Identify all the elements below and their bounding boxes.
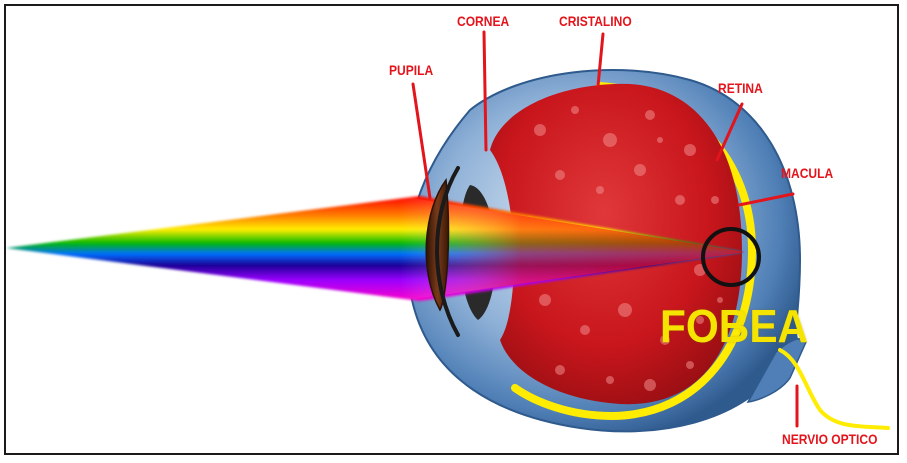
label-cornea: CORNEA xyxy=(457,13,509,29)
label-pupila: PUPILA xyxy=(389,62,433,78)
leader-cornea xyxy=(484,32,486,150)
label-retina: RETINA xyxy=(718,80,763,96)
label-cristalino: CRISTALINO xyxy=(559,13,632,29)
label-macula: MACULA xyxy=(781,165,833,181)
leader-pupila xyxy=(413,84,430,198)
label-nervio-optico: NERVIO OPTICO xyxy=(782,431,877,447)
label-fobea: FOBEA xyxy=(660,299,808,353)
